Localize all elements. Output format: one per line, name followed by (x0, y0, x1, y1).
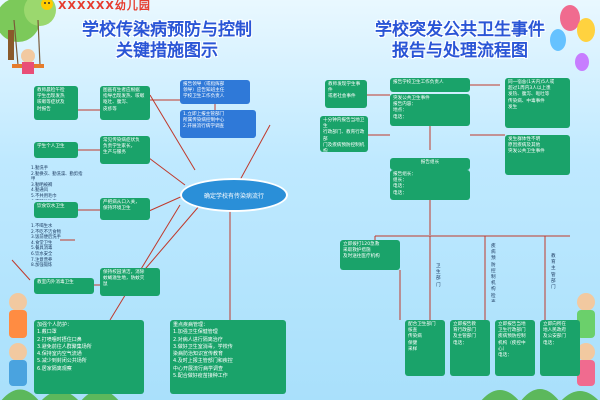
box-report-department: 1.立即上报主管部门 所属传染病控制中心 2.开展流行病学调查 (180, 110, 256, 138)
label-health-dept: 卫生部门 (436, 264, 441, 288)
box-ten-minute-report: 十分钟内报告当地卫生 行政部门、教育行政部 门及疾病预防控制机构 (320, 116, 368, 152)
balloons-decoration-icon (550, 5, 595, 71)
swing-decoration-icon (12, 20, 44, 74)
box-common-symptoms: 常见传染病症状负 负责学生家长， 生产与服务 (100, 136, 150, 164)
left-title-line1: 学校传染病预防与控制 (82, 20, 252, 40)
smiley-icon (41, 0, 53, 10)
box-report-local-gov: 立即向所在 地人民政府 及公安部门 电话： (540, 320, 580, 376)
box-food-water: 饮食饮水卫生 (34, 202, 78, 218)
box-report-group-title: 报告组长 (390, 158, 470, 170)
children-right-decoration-icon (577, 293, 595, 386)
box-food-list: 1.不喝生水 2.不吃不洁食物 3.饭前便后洗手 4.食堂卫生 5.餐具消毒 6… (31, 224, 61, 269)
box-emergency-120: 立即拨打120急救 采取救护措施 及时送往医疗机构 (340, 240, 400, 270)
school-name: XXXXXX幼儿园 (58, 0, 151, 12)
box-campus-clean: 保持校园清洁，消除 蚊蝇滋生地，防蚊灭 鼠 (100, 268, 160, 296)
box-outbreak-criteria: 同一宿舍(1天内)5人或 超过1周内3人以上患 发热、腹泻、呕吐等 传染病、中毒… (505, 78, 570, 128)
oval-epidemic-confirmed: 确定学校有传染病流行 (180, 178, 288, 212)
left-title-line2: 关键措施图示 (116, 41, 218, 61)
box-morning-check: 教师晨检午检 学生出现发热 咳嗽等症状及 时报告 (34, 86, 78, 120)
box-food-control: 严把病从口入关， 保持环境卫生 (100, 198, 150, 220)
right-title-line2: 报告与处理流程图 (392, 41, 528, 61)
box-teacher-discovery: 教师发现学生事件 或者社会事件 (325, 80, 367, 108)
box-classroom-disinfection: 教室内外消毒卫生 (34, 278, 94, 294)
box-report-education-admin: 立即报告教 育行政部门 及主管部门 电话： (450, 320, 490, 376)
box-key-disease-management: 重点疾病管理： 1.加强卫生保健管理 2.对病人进行隔离治疗 3.做好卫生室消毒… (170, 320, 286, 394)
grass-decoration-icon (1, 389, 598, 400)
right-title-line1: 学校突发公共卫生事件 (375, 20, 545, 40)
box-unknown-disease: 发生群体性不明 原因疾病及其他 突发公共卫生事件 (505, 135, 570, 175)
box-hygiene-list: 1.勤洗手 2.勤换衣、勤洗澡、勤剪指甲 3.勤晒被褥 4.勤通风 5.不共用毛… (31, 166, 83, 200)
box-personal-protection: 加强个人防护： 1.戴口罩 2.打喷嚏时捂住口鼻 3.避免前往人群聚集场所 4.… (34, 320, 144, 394)
box-cooperate-health: 配合卫生部门 核查 传染病 保健 采样 (405, 320, 445, 376)
label-cdc-report: 疾病预防控制机构 检查结果报告 (491, 244, 496, 302)
school-sign: XXXXXX幼儿园 (40, 0, 260, 12)
box-student-symptoms: 图画有生者应根据 指导出现发热、咳嗽 呕吐、腹泻、 皮疹等 (100, 86, 150, 120)
right-title: 学校突发公共卫生事件 报告与处理流程图 (340, 20, 580, 62)
box-report-content: 突发公共卫生事件 报告内容： 地点： 电话： (390, 94, 470, 126)
children-left-decoration-icon (9, 293, 27, 386)
box-report-local-health: 立即报告当地 卫生行政部门 疾病预防控制 机构（疾控中心） 电话： (495, 320, 535, 376)
box-personal-hygiene: 学生个人卫生 (34, 142, 78, 158)
box-report-leader: 报告领导（或指挥部 领导）应告知班主任 学校卫生工作负责人 (180, 80, 250, 104)
left-title: 学校传染病预防与控制 关键措施图示 (52, 20, 282, 62)
label-education-dept: 教育主管部门 (551, 254, 556, 291)
box-report-group: 报告组长： 组长： 电话： 电话： (390, 170, 470, 200)
box-report-health-head: 报告学校卫生工作负责人 (390, 78, 470, 92)
